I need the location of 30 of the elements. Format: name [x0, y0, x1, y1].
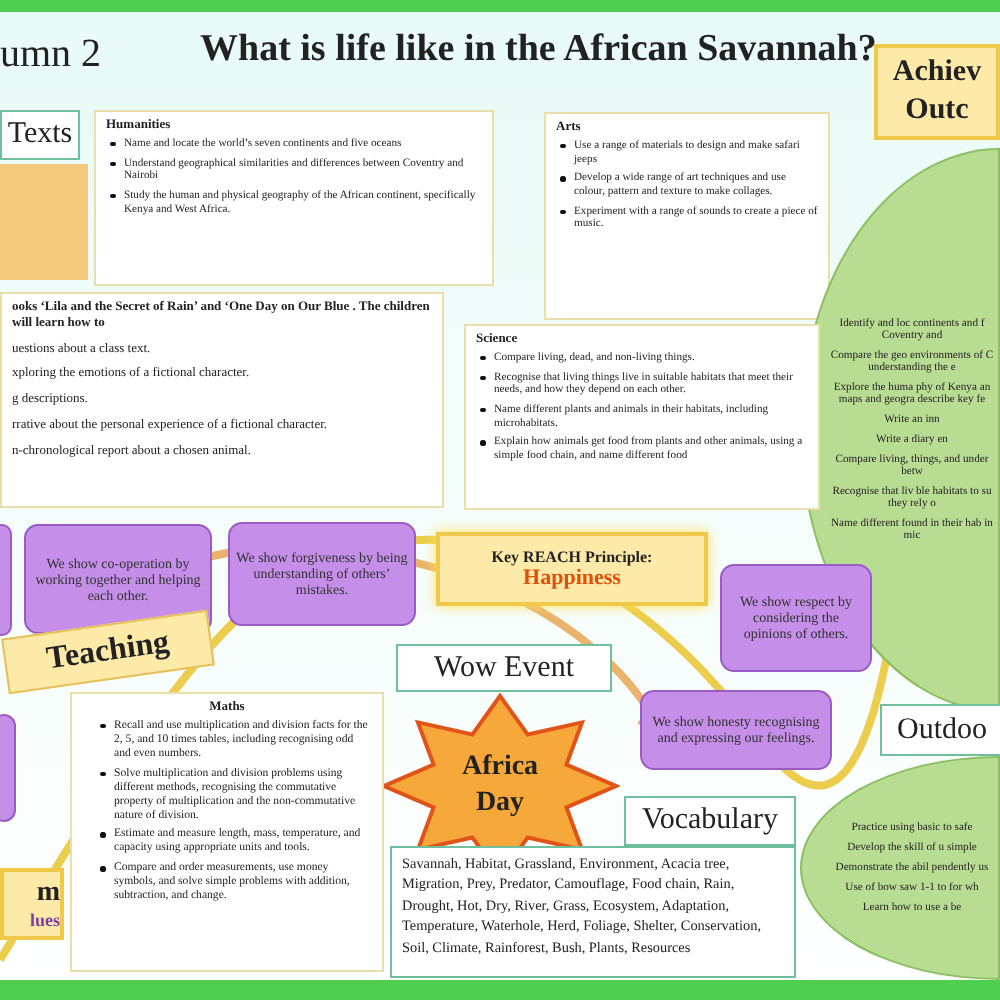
- subject-card: [70, 692, 384, 972]
- subject-card: [94, 110, 494, 286]
- word-list-box: [390, 846, 796, 978]
- heading-text: Achiev Outc: [890, 53, 984, 130]
- value-card: [640, 690, 832, 770]
- value-card: [720, 564, 872, 672]
- heading-tab: [624, 796, 796, 846]
- principle-box: [436, 532, 708, 606]
- page-title: What is life like in the African Savannah?: [200, 28, 877, 72]
- heading-text: m: [36, 878, 60, 910]
- banner-text: Teaching: [44, 625, 172, 679]
- heading-text: Wow Event: [433, 651, 575, 685]
- heading-tab: [0, 110, 80, 160]
- values-box: [0, 868, 64, 940]
- heading-text: Vocabulary: [641, 804, 779, 838]
- heading-tab: [880, 704, 1000, 756]
- value-card: [228, 522, 416, 626]
- event-title: Africa Day: [459, 749, 541, 822]
- heading-text: Outdoo: [897, 713, 987, 747]
- subject-card: [0, 292, 444, 508]
- value-card: [24, 524, 212, 634]
- term-label: umn 2: [0, 32, 102, 78]
- subject-card: [464, 324, 820, 510]
- values-text: lues: [29, 910, 60, 930]
- principle-value: Happiness: [523, 566, 621, 590]
- subject-card: [544, 112, 830, 320]
- heading-tab: [396, 644, 612, 692]
- principle-heading: Key REACH Principle:: [491, 548, 653, 566]
- heading-tab: [874, 44, 1000, 140]
- heading-text: Texts: [7, 118, 73, 152]
